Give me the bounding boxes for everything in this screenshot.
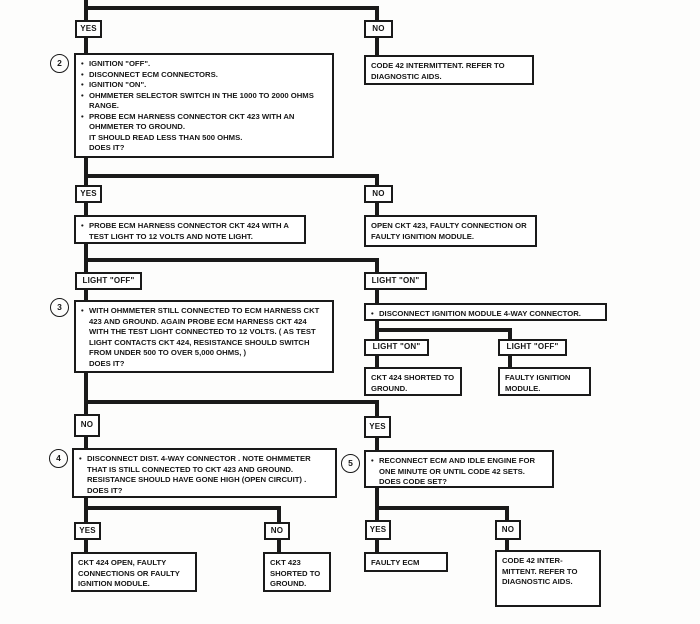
connector-line [84, 540, 88, 552]
action-instruction: PROBE ECM HARNESS CONNECTOR CKT 424 WITH… [89, 221, 289, 241]
connector-line [375, 290, 379, 303]
connector-line [277, 506, 281, 522]
result-box-code42-intermittent-top: CODE 42 INTERMITTENT. REFER TO DIAGNOSTI… [364, 55, 534, 85]
action-box-disconnect-ignition-module: • DISCONNECT IGNITION MODULE 4-WAY CONNEC… [364, 303, 607, 321]
connector-line [375, 506, 509, 510]
connector-line [505, 540, 509, 552]
step-instruction: DISCONNECT ECM CONNECTORS. [89, 69, 218, 79]
bullet-icon: • [81, 69, 84, 79]
bullet-icon: • [79, 454, 82, 463]
bullet-icon: • [81, 90, 84, 100]
connector-line [505, 506, 509, 520]
connector-line [375, 258, 379, 272]
branch-label-no-5: NO [495, 520, 521, 540]
branch-label-light-on-1: LIGHT "ON" [364, 272, 427, 290]
step-instruction: PROBE ECM HARNESS CONNECTOR CKT 423 WITH… [89, 111, 295, 132]
step-number-4: 4 [49, 449, 68, 468]
branch-label-no-4: NO [264, 522, 290, 540]
step-instruction: WITH OHMMETER STILL CONNECTED TO ECM HAR… [89, 306, 320, 357]
step-number-2: 2 [50, 54, 69, 73]
connector-line [84, 258, 379, 262]
step-instruction: DISCONNECT DIST. 4-WAY CONNECTOR . NOTE … [87, 454, 311, 484]
branch-label-no-1: NO [364, 20, 393, 38]
connector-line [84, 6, 379, 10]
step-question: DOES CODE SET? [379, 477, 447, 486]
connector-line [375, 328, 512, 332]
connector-line [277, 540, 281, 552]
decision-box-step-4: • DISCONNECT DIST. 4-WAY CONNECTOR . NOTE… [72, 448, 337, 498]
branch-label-yes-4: YES [74, 522, 101, 540]
result-box-ckt424-shorted: CKT 424 SHORTED TO GROUND. [364, 367, 462, 396]
bullet-icon: • [81, 306, 84, 315]
branch-label-no-3: NO [74, 414, 100, 437]
result-box-ckt424-open: CKT 424 OPEN, FAULTY CONNECTIONS OR FAUL… [71, 552, 197, 592]
connector-line [375, 174, 379, 185]
connector-line [84, 203, 88, 215]
connector-line [84, 290, 88, 300]
action-box-probe-ckt424: • PROBE ECM HARNESS CONNECTOR CKT 424 WIT… [74, 215, 306, 244]
bullet-icon: • [371, 456, 374, 465]
step-question: DOES IT? [89, 143, 125, 152]
connector-line [375, 540, 379, 552]
result-box-ckt423-shorted: CKT 423 SHORTED TO GROUND. [263, 552, 331, 592]
branch-label-yes-2: YES [75, 185, 102, 203]
action-instruction: DISCONNECT IGNITION MODULE 4-WAY CONNECT… [379, 309, 581, 318]
step-number-3: 3 [50, 298, 69, 317]
connector-line [508, 328, 512, 339]
connector-line [84, 506, 281, 510]
result-box-open-ckt423: OPEN CKT 423, FAULTY CONNECTION OR FAULT… [364, 215, 537, 247]
branch-label-yes-1: YES [75, 20, 102, 38]
result-box-faulty-ecm: FAULTY ECM [364, 552, 448, 572]
step-instruction: IGNITION "OFF". [89, 59, 151, 68]
step-number-5: 5 [341, 454, 360, 473]
connector-line [508, 356, 512, 367]
connector-line [84, 38, 88, 53]
connector-line [84, 158, 88, 185]
bullet-icon: • [81, 111, 84, 121]
result-box-code42-intermittent-bottom: CODE 42 INTER- MITTENT. REFER TO DIAGNOS… [495, 550, 601, 607]
decision-box-step-5: • RECONNECT ECM AND IDLE ENGINE FOR ONE M… [364, 450, 554, 488]
connector-line [375, 6, 379, 20]
bullet-icon: • [371, 309, 374, 318]
connector-line [375, 356, 379, 367]
step-question: DOES IT? [89, 358, 125, 368]
branch-label-no-2: NO [364, 185, 393, 203]
step-note: IT SHOULD READ LESS THAN 500 OHMS. [89, 132, 243, 142]
step-instruction: OHMMETER SELECTOR SWITCH IN THE 1000 TO … [89, 90, 314, 111]
branch-label-yes-5: YES [365, 520, 391, 540]
branch-label-light-off-1: LIGHT "OFF" [75, 272, 142, 290]
connector-line [84, 0, 88, 20]
branch-label-yes-3: YES [364, 416, 391, 438]
result-box-faulty-ignition-module: FAULTY IGNITION MODULE. [498, 367, 591, 396]
step-instruction: IGNITION "ON". [89, 80, 147, 89]
bullet-icon: • [81, 80, 84, 89]
connector-line [375, 488, 379, 520]
connector-line [84, 437, 88, 448]
bullet-icon: • [81, 59, 84, 68]
step-question: DOES IT? [87, 485, 123, 495]
connector-line [375, 438, 379, 450]
step-instruction: RECONNECT ECM AND IDLE ENGINE FOR ONE MI… [379, 456, 536, 476]
connector-line [84, 174, 379, 178]
branch-label-light-on-2: LIGHT "ON" [364, 339, 429, 356]
connector-line [84, 498, 88, 522]
connector-line [375, 38, 379, 55]
branch-label-light-off-2: LIGHT "OFF" [498, 339, 567, 356]
connector-line [375, 400, 379, 416]
connector-line [375, 203, 379, 215]
decision-box-step-2: • IGNITION "OFF". • DISCONNECT ECM CONNECT… [74, 53, 334, 158]
bullet-icon: • [81, 221, 84, 230]
connector-line [84, 400, 379, 404]
decision-box-step-3: • WITH OHMMETER STILL CONNECTED TO ECM HA… [74, 300, 334, 373]
connector-line [84, 373, 88, 414]
